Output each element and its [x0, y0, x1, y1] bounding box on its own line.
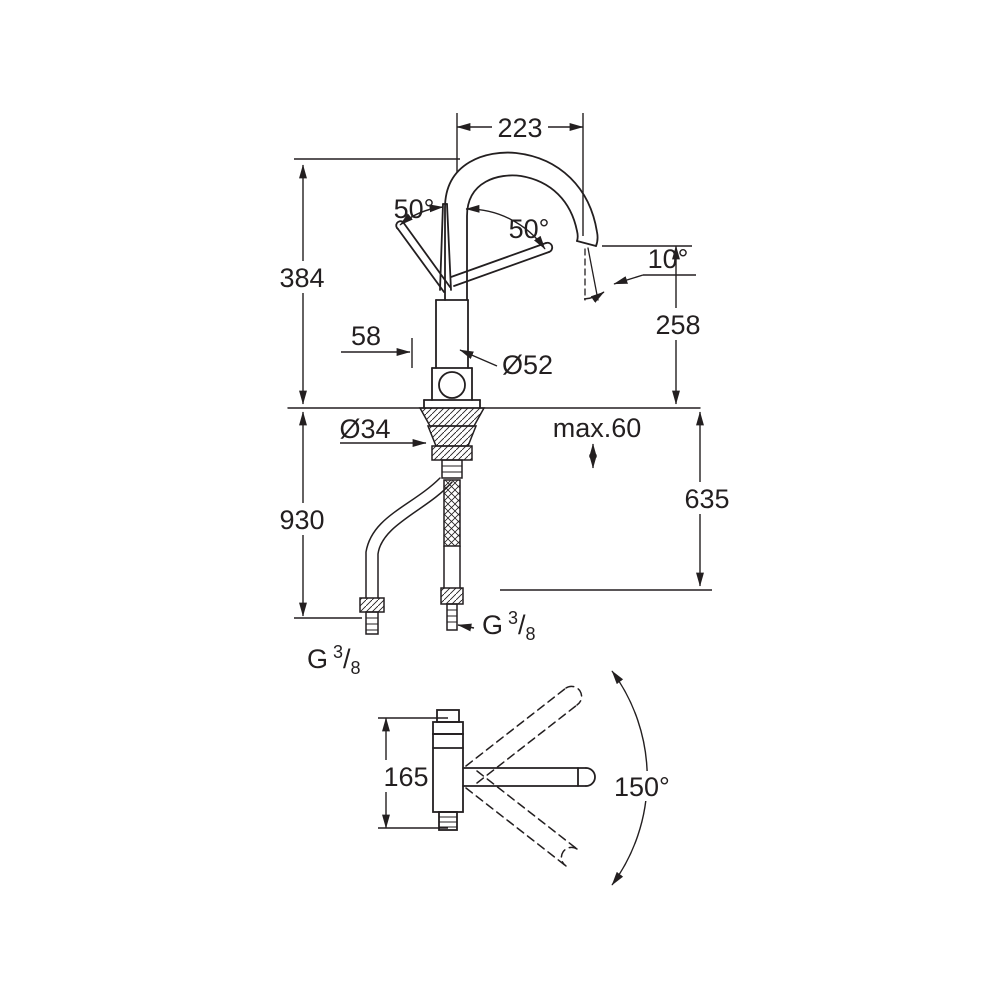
label-swivel-angle: 150° — [614, 772, 670, 802]
label-max-deck-thickness: max.60 — [553, 413, 642, 443]
smooth-hose — [359, 477, 453, 635]
label-side-view-height: 165 — [383, 762, 428, 792]
label-right-hose-length: 635 — [684, 484, 729, 514]
label-outlet-height: 258 — [655, 310, 700, 340]
dimension-lines — [294, 113, 712, 886]
cartridge-circle — [438, 371, 466, 399]
label-handle-width: 58 — [351, 321, 381, 351]
spout-arm-solid — [462, 767, 596, 787]
outlet-direction-lines — [584, 247, 599, 301]
faucet-body — [423, 299, 481, 409]
label-shank-diameter: Ø34 — [339, 414, 390, 444]
spout-arm-swivel-up — [465, 685, 583, 784]
label-backgrounds — [274, 112, 735, 801]
label-total-height: 384 — [279, 263, 324, 293]
label-spout-reach: 223 — [497, 113, 542, 143]
label-outlet-angle: 10° — [648, 244, 689, 274]
side-view-body — [432, 709, 464, 831]
mounting-hardware — [418, 407, 486, 479]
braided-hose — [440, 479, 464, 631]
label-handle-angle-right: 50° — [509, 214, 550, 244]
front-view — [287, 151, 701, 635]
spout-outline — [444, 151, 599, 301]
label-left-hose-length: 930 — [279, 505, 324, 535]
dimension-labels: 223 384 50° 50° 10° 58 Ø52 258 Ø34 max.6… — [279, 113, 729, 802]
label-handle-angle-left: 50° — [394, 194, 435, 224]
label-body-diameter: Ø52 — [502, 350, 553, 380]
side-view — [432, 685, 596, 867]
spout-arm-swivel-down — [465, 770, 578, 867]
